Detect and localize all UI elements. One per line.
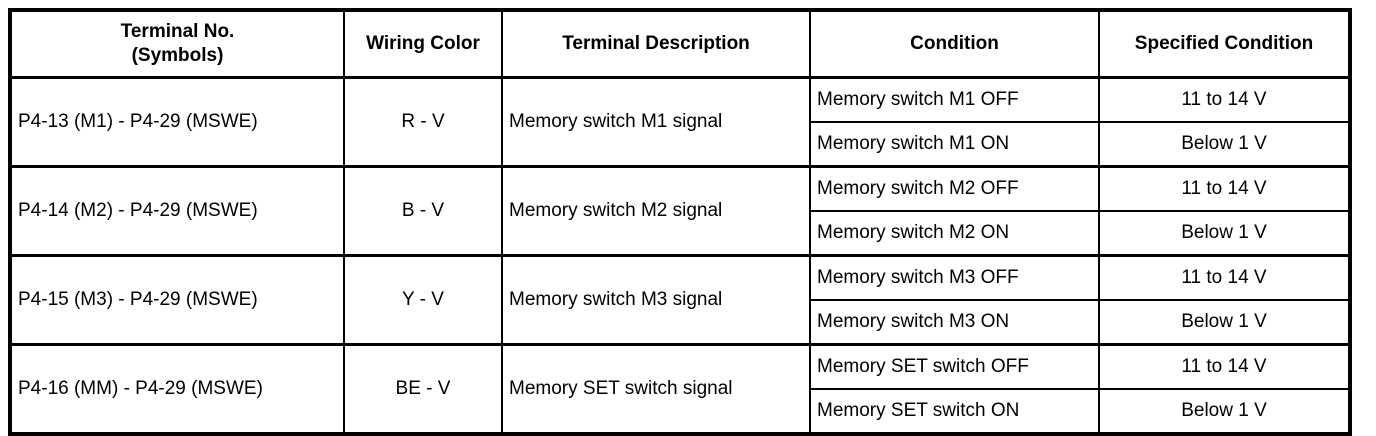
condition-cell: Memory switch M2 ON	[809, 210, 1100, 257]
column-header-wiring-color: Wiring Color	[343, 9, 503, 79]
terminal-no-cell: P4-15 (M3) - P4-29 (MSWE)	[9, 254, 345, 346]
table-row: P4-14 (M2) - P4-29 (MSWE) B - V Memory s…	[9, 165, 1351, 257]
terminal-description-cell: Memory switch M3 signal	[501, 254, 811, 346]
condition-cell: Memory switch M1 ON	[809, 121, 1100, 168]
column-header-terminal-description: Terminal Description	[501, 9, 811, 79]
table-row: P4-13 (M1) - P4-29 (MSWE) R - V Memory s…	[9, 76, 1351, 168]
wiring-color-cell: B - V	[343, 165, 503, 257]
terminal-description-cell: Memory switch M2 signal	[501, 165, 811, 257]
specified-condition-cell: 11 to 14 V	[1098, 76, 1351, 123]
terminal-description-cell: Memory SET switch signal	[501, 343, 811, 435]
specified-condition-cell: 11 to 14 V	[1098, 254, 1351, 301]
terminal-specification-table: Terminal No. (Symbols) Wiring Color Term…	[8, 8, 1352, 436]
column-header-condition: Condition	[809, 9, 1100, 79]
wiring-color-cell: R - V	[343, 76, 503, 168]
specified-condition-cell: Below 1 V	[1098, 210, 1351, 257]
condition-cell: Memory switch M1 OFF	[809, 76, 1100, 123]
specified-condition-cell: Below 1 V	[1098, 121, 1351, 168]
table-subrow: Memory switch M1 ON Below 1 V	[10, 121, 1351, 168]
specified-condition-cell: 11 to 14 V	[1098, 165, 1351, 212]
terminal-description-cell: Memory switch M1 signal	[501, 76, 811, 168]
specified-condition-cell: Below 1 V	[1098, 299, 1351, 346]
terminal-no-cell: P4-16 (MM) - P4-29 (MSWE)	[9, 343, 345, 435]
wiring-color-cell: BE - V	[343, 343, 503, 435]
table-row: P4-16 (MM) - P4-29 (MSWE) BE - V Memory …	[9, 343, 1351, 435]
header-row: Terminal No. (Symbols) Wiring Color Term…	[9, 9, 1351, 79]
condition-cell: Memory switch M2 OFF	[809, 165, 1100, 212]
table-subrow: Memory switch M2 ON Below 1 V	[10, 210, 1351, 257]
terminal-no-cell: P4-13 (M1) - P4-29 (MSWE)	[9, 76, 345, 168]
condition-cell: Memory switch M3 ON	[809, 299, 1100, 346]
condition-cell: Memory SET switch ON	[809, 388, 1100, 435]
specified-condition-cell: Below 1 V	[1098, 388, 1351, 435]
table-subrow: Memory switch M3 ON Below 1 V	[10, 299, 1351, 346]
table-row: P4-15 (M3) - P4-29 (MSWE) Y - V Memory s…	[9, 254, 1351, 346]
terminal-no-cell: P4-14 (M2) - P4-29 (MSWE)	[9, 165, 345, 257]
wiring-color-cell: Y - V	[343, 254, 503, 346]
column-header-specified-condition: Specified Condition	[1098, 9, 1351, 79]
condition-cell: Memory switch M3 OFF	[809, 254, 1100, 301]
manual-page: Terminal No. (Symbols) Wiring Color Term…	[8, 8, 1352, 436]
column-header-terminal-no: Terminal No. (Symbols)	[9, 9, 345, 79]
specified-condition-cell: 11 to 14 V	[1098, 343, 1351, 390]
condition-cell: Memory SET switch OFF	[809, 343, 1100, 390]
